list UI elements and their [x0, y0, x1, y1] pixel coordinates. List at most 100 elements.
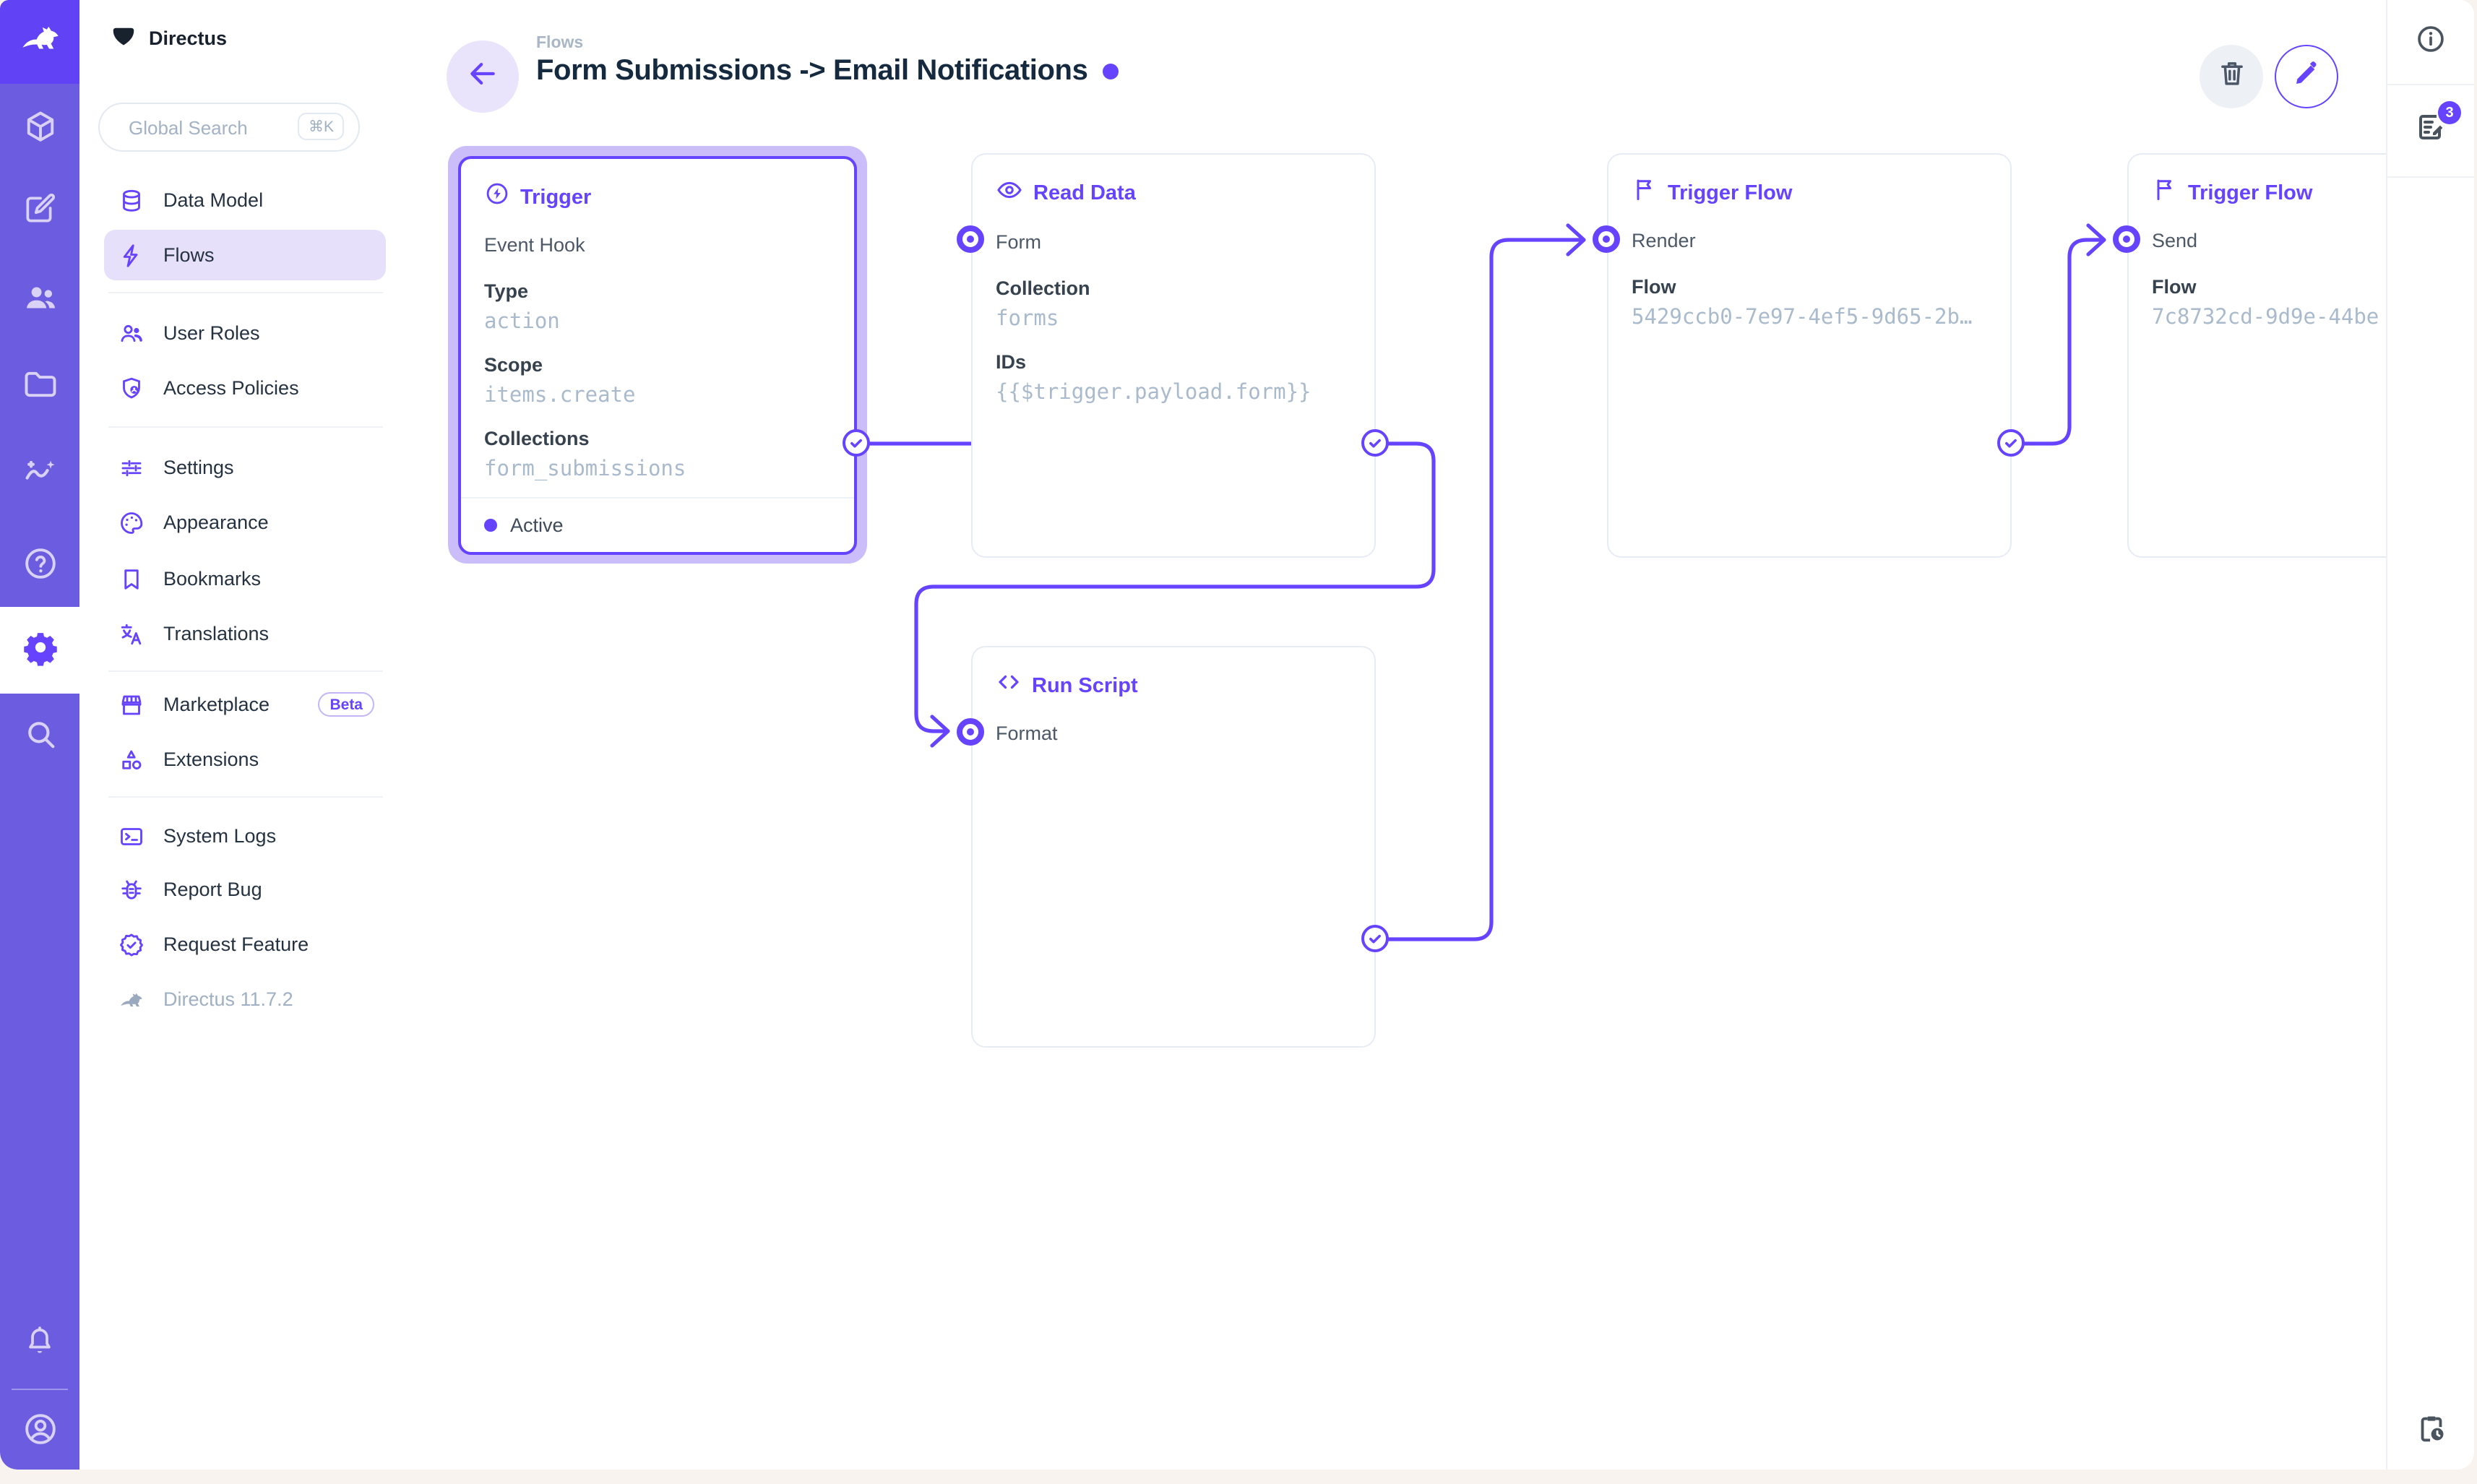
badge-check-icon: [119, 931, 145, 957]
sidebar-item-data-model[interactable]: Data Model: [104, 175, 386, 225]
storefront-icon: [119, 691, 145, 717]
panel-trigger[interactable]: Trigger Event Hook Type action Scope ite…: [458, 156, 857, 555]
global-search[interactable]: ⌘K: [98, 103, 360, 152]
notices-count-badge: 3: [2438, 101, 2461, 124]
revisions-button[interactable]: [2387, 1403, 2474, 1461]
module-settings[interactable]: [0, 607, 79, 694]
search-input[interactable]: [126, 104, 298, 152]
trash-icon: [2216, 58, 2246, 95]
right-sidebar: 3: [2386, 0, 2474, 1470]
module-help[interactable]: [0, 526, 79, 607]
search-shortcut: ⌘K: [298, 113, 344, 140]
directus-rabbit-icon: [119, 986, 145, 1012]
connector-out-trigger[interactable]: [843, 429, 870, 457]
insights-icon: [21, 453, 59, 498]
info-icon: [2415, 22, 2447, 61]
app-version: Directus 11.7.2: [104, 974, 386, 1024]
panel-run-script[interactable]: Run Script Format: [971, 646, 1376, 1048]
beta-badge: Beta: [318, 692, 374, 717]
panel-title: Run Script: [1032, 674, 1138, 697]
connector-out-run-script[interactable]: [1361, 925, 1389, 952]
sidebar-divider: [108, 796, 383, 798]
connector-in-read-data[interactable]: [957, 225, 984, 253]
flag-icon: [1632, 176, 1658, 210]
module-users[interactable]: [0, 260, 79, 341]
sidebar-item-flows[interactable]: Flows: [104, 230, 386, 280]
palette-icon: [119, 509, 145, 535]
sidebar-item-report-bug[interactable]: Report Bug: [104, 864, 386, 915]
extensions-icon: [119, 746, 145, 772]
module-editor[interactable]: [0, 172, 79, 253]
sidebar-item-user-roles[interactable]: User Roles: [104, 308, 386, 358]
logs-sidebar-button[interactable]: 3: [2387, 85, 2474, 178]
module-insights[interactable]: [0, 435, 79, 516]
clipboard-clock-icon: [2414, 1412, 2447, 1452]
directus-rabbit-icon: [18, 17, 61, 67]
flag-icon: [2152, 176, 2178, 210]
project-header[interactable]: Directus: [79, 0, 395, 79]
module-search[interactable]: [0, 696, 79, 777]
panel-name: Form: [996, 231, 1041, 253]
sidebar-divider: [108, 670, 383, 672]
tune-icon: [119, 454, 145, 480]
panel-title: Trigger Flow: [1668, 181, 1793, 204]
back-button[interactable]: [447, 40, 519, 113]
flow-canvas-area: Flows Form Submissions -> Email Notifica…: [395, 0, 2386, 1470]
people-icon: [21, 278, 59, 323]
account-button[interactable]: [0, 1392, 79, 1470]
connector-in-trigger-flow-render[interactable]: [1593, 225, 1620, 253]
gear-icon: [21, 628, 59, 673]
panel-name: Event Hook: [484, 234, 585, 256]
project-logo-icon: [110, 25, 137, 59]
panel-title: Trigger Flow: [2188, 181, 2313, 204]
connector-out-trigger-flow-render[interactable]: [1997, 429, 2025, 457]
sidebar-item-settings[interactable]: Settings: [104, 442, 386, 493]
breadcrumb[interactable]: Flows: [536, 35, 584, 52]
sidebar-divider: [108, 426, 383, 428]
edit-flow-button[interactable]: [2275, 45, 2338, 108]
panel-name: Render: [1632, 230, 1696, 251]
project-name: Directus: [149, 27, 228, 49]
sidebar-item-access-policies[interactable]: Access Policies: [104, 363, 386, 413]
active-dot: [484, 519, 497, 532]
module-files[interactable]: [0, 347, 79, 428]
directus-logo[interactable]: [0, 0, 79, 84]
notifications-button[interactable]: [0, 1305, 79, 1386]
connector-in-run-script[interactable]: [957, 718, 984, 746]
bolt-circle-icon: [484, 181, 510, 214]
panel-name: Send: [2152, 230, 2198, 251]
terminal-icon: [119, 823, 145, 849]
folder-icon: [21, 365, 59, 410]
panel-read-data[interactable]: Read Data Form Collection forms IDs {{$t…: [971, 153, 1376, 558]
panel-trigger-flow-send[interactable]: Trigger Flow Send Flow 7c8732cd-9d9e-44b…: [2127, 153, 2386, 558]
users-icon: [119, 320, 145, 346]
delete-flow-button[interactable]: [2200, 45, 2263, 108]
page-title: Form Submissions -> Email Notifications: [536, 55, 1088, 87]
sidebar-item-translations[interactable]: Translations: [104, 608, 386, 659]
sidebar-item-system-logs[interactable]: System Logs: [104, 811, 386, 861]
sidebar-item-extensions[interactable]: Extensions: [104, 734, 386, 785]
module-content[interactable]: [0, 90, 79, 171]
panel-trigger-flow-render[interactable]: Trigger Flow Render Flow 5429ccb0-7e97-4…: [1607, 153, 2012, 558]
panel-name: Format: [996, 722, 1058, 744]
sidebar-item-marketplace[interactable]: Marketplace Beta: [104, 679, 386, 730]
sidebar-divider: [108, 292, 383, 293]
translate-icon: [119, 621, 145, 647]
connector-out-read-data[interactable]: [1361, 429, 1389, 457]
logs-icon: [2413, 110, 2448, 152]
info-sidebar-button[interactable]: [2387, 0, 2474, 85]
edit-square-icon: [22, 191, 58, 234]
bookmark-icon: [119, 566, 145, 592]
help-circle-icon: [21, 544, 59, 589]
cube-icon: [21, 108, 59, 152]
arrow-left-icon: [467, 57, 499, 96]
sidebar-item-appearance[interactable]: Appearance: [104, 497, 386, 548]
sidebar-item-request-feature[interactable]: Request Feature: [104, 919, 386, 970]
search-icon: [21, 715, 59, 759]
flow-status-dot: [1102, 64, 1119, 79]
code-icon: [996, 669, 1022, 702]
sidebar-item-bookmarks[interactable]: Bookmarks: [104, 553, 386, 604]
connector-in-trigger-flow-send[interactable]: [2113, 225, 2140, 253]
